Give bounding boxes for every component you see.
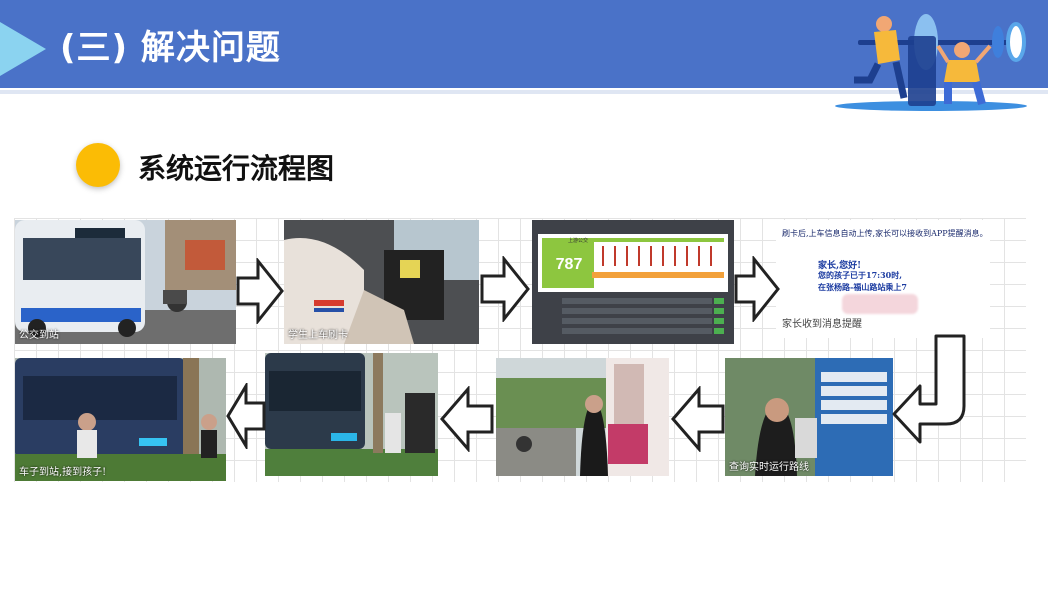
notice-text: 刷卡后,上车信息自动上传,家长可以接收到APP提醒消息。	[782, 229, 988, 238]
step-caption: 公交到站	[19, 330, 59, 341]
arrow-bend-down-left-icon	[890, 334, 970, 448]
message-line-2: 您的孩子已于17:30时,	[818, 270, 903, 280]
step-caption: 家长收到消息提醒	[782, 319, 862, 330]
photo-bus-arrival: 公交到站	[15, 220, 236, 344]
weightlifting-illustration-icon	[826, 6, 1036, 114]
route-number: 787	[555, 256, 583, 273]
photo-parent-notification: 刷卡后,上车信息自动上传,家长可以接收到APP提醒消息。 家长,您好! 您的孩子…	[776, 220, 990, 338]
photo-bus-stop-query: 查询实时运行路线	[725, 358, 893, 476]
message-line-3: 在张杨路-福山路站乘上7	[818, 282, 907, 292]
route-label: 上游公交	[568, 238, 589, 244]
section-title: 系统运行流程图	[138, 152, 335, 185]
photo-card-swipe: 学生上车刷卡	[284, 220, 479, 344]
step-caption: 查询实时运行路线	[729, 462, 809, 473]
arrow-right-icon	[480, 254, 530, 324]
photo-bus-approaching	[265, 353, 438, 476]
arrow-left-icon	[440, 384, 494, 454]
arrow-right-icon	[236, 256, 284, 326]
arrow-left-icon	[226, 380, 266, 452]
arrow-right-icon	[734, 254, 780, 324]
notification-blur-strip	[842, 294, 918, 314]
header-chevron-icon	[0, 22, 46, 76]
arrow-left-icon	[671, 384, 725, 454]
photo-waiting-at-stop	[496, 358, 669, 476]
message-line-1: 家长,您好!	[818, 261, 862, 271]
bullet-dot-icon	[76, 143, 120, 187]
step-caption: 车子到站,接到孩子!	[19, 467, 107, 478]
header-underline	[0, 90, 1048, 94]
photo-app-route-screen: 787 上游公交	[532, 220, 734, 344]
photo-child-pickup: 车子到站,接到孩子!	[15, 358, 226, 481]
step-caption: 学生上车刷卡	[288, 330, 348, 341]
page-title: (三) 解决问题	[60, 28, 281, 68]
